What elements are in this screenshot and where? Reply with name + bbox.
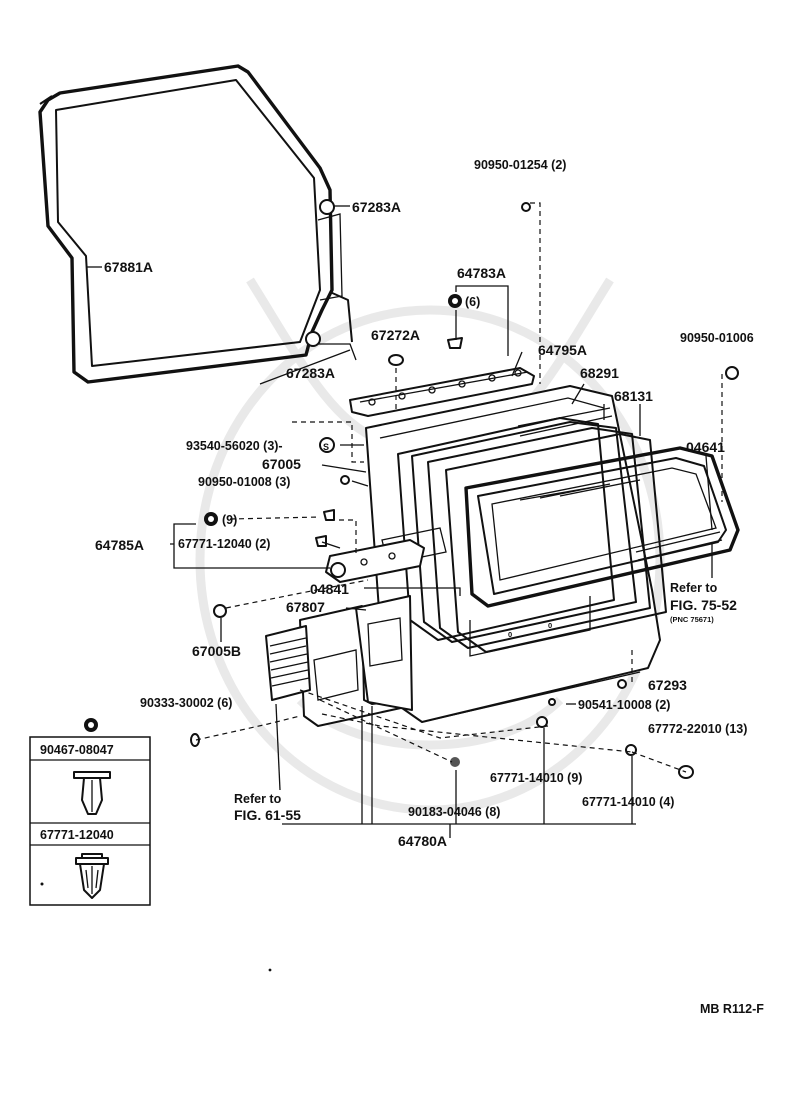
label-fig-75-52: FIG. 75-52	[670, 597, 737, 613]
trim-board-64780A	[265, 595, 413, 727]
clip-67272A-icon	[388, 354, 404, 366]
svg-text:S: S	[323, 442, 329, 452]
label-68291: 68291	[580, 365, 619, 381]
label-64780A: 64780A	[398, 833, 447, 849]
label-64785A: 64785A	[95, 537, 144, 553]
back-window-glass-04641	[464, 446, 740, 608]
label-64783A: 64783A	[457, 265, 506, 281]
bolt-icon	[340, 475, 350, 485]
label-67771-14010-4: 67771-14010 (4)	[582, 795, 674, 809]
door-weatherstrip-67881A	[38, 64, 353, 384]
glass-run-channels	[381, 407, 667, 653]
label-67005B: 67005B	[192, 643, 241, 659]
label-qty-6: (6)	[465, 295, 480, 309]
label-67881A: 67881A	[104, 259, 153, 275]
label-67283A-top: 67283A	[352, 199, 401, 215]
label-90950-01008: 90950-01008 (3)	[198, 475, 290, 489]
clip-67005B-icon	[213, 604, 227, 618]
label-qty-9: (9)	[222, 513, 237, 527]
label-67283A-bottom: 67283A	[286, 365, 335, 381]
label-90183-04046: 90183-04046 (8)	[408, 805, 500, 819]
bolt-icon	[521, 202, 531, 212]
svg-text:0: 0	[548, 621, 552, 630]
label-68131: 68131	[614, 388, 653, 404]
part-labels: 90950-01254 (2) 67283A 67881A 64783A (6)…	[95, 158, 754, 849]
label-64795A: 64795A	[538, 342, 587, 358]
label-fig-61-55: FIG. 61-55	[234, 807, 301, 823]
label-67293: 67293	[648, 677, 687, 693]
speaker-grille	[265, 625, 311, 701]
trim-clip-icon	[75, 853, 109, 899]
figure-code: MB R112-F	[700, 1002, 764, 1016]
label-refer-to-75: Refer to	[670, 581, 718, 595]
label-67272A: 67272A	[371, 327, 420, 343]
label-67771-12040: 67771-12040 (2)	[178, 537, 270, 551]
legend-label-67771-12040: 67771-12040	[40, 828, 114, 842]
push-clip-icon	[73, 771, 111, 815]
legend-label-90467-08047: 90467-08047	[40, 743, 114, 757]
label-04641: 04641	[686, 439, 725, 455]
label-67771-14010-9: 67771-14010 (9)	[490, 771, 582, 785]
label-90950-01006: 90950-01006	[680, 331, 754, 345]
clip-67293-icon	[617, 679, 627, 689]
label-pnc-75671: (PNC 75671)	[670, 615, 714, 624]
label-67772-22010: 67772-22010 (13)	[648, 722, 747, 736]
leader-lines	[86, 202, 723, 838]
label-04841: 04841	[310, 581, 349, 597]
label-refer-to-61: Refer to	[234, 792, 282, 806]
label-67807: 67807	[286, 599, 325, 615]
label-90541-10008: 90541-10008 (2)	[578, 698, 670, 712]
bolt-icon	[450, 757, 460, 767]
hinge-strip-64785A	[325, 539, 425, 583]
fasteners: S	[190, 202, 739, 779]
svg-text:0: 0	[508, 630, 512, 639]
bolt-icon	[725, 366, 739, 380]
clip-icon	[536, 716, 548, 728]
label-90333-30002: 90333-30002 (6)	[140, 696, 232, 710]
clip-icon	[190, 733, 200, 747]
screw-s-icon	[319, 437, 335, 453]
fastener-legend: 90467-08047 67771-12040	[29, 718, 151, 906]
label-93540-56020: 93540-56020 (3)-	[186, 439, 283, 453]
label-67005: 67005	[262, 456, 301, 472]
label-90950-01254: 90950-01254 (2)	[474, 158, 566, 172]
